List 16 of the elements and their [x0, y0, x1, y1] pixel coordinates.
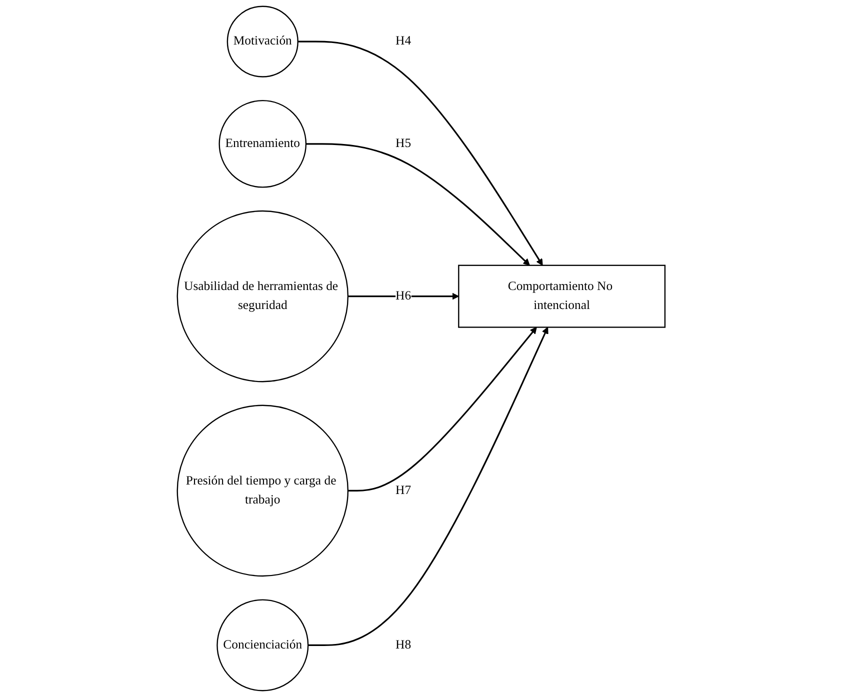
node-circle: Usabilidad de herramientas de seguridad	[177, 210, 349, 382]
edge-label: H8	[396, 638, 412, 652]
edge-label: H4	[396, 34, 412, 48]
node-circle: Motivación	[227, 6, 299, 78]
arrow	[348, 292, 460, 300]
node-box: Comportamiento No intencional	[458, 264, 666, 328]
edge-label: H5	[396, 136, 412, 150]
arrow	[298, 40, 544, 266]
node-circle: Presión del tiempo y carga de trabajo	[177, 404, 349, 577]
node-circle: Concienciación	[216, 599, 309, 692]
edge-label: H7	[396, 484, 412, 498]
arrow	[306, 143, 530, 266]
node-circle: Entrenamiento	[219, 100, 307, 188]
arrow	[348, 326, 538, 492]
arrow	[308, 326, 549, 646]
edge-label: H6	[396, 289, 412, 303]
